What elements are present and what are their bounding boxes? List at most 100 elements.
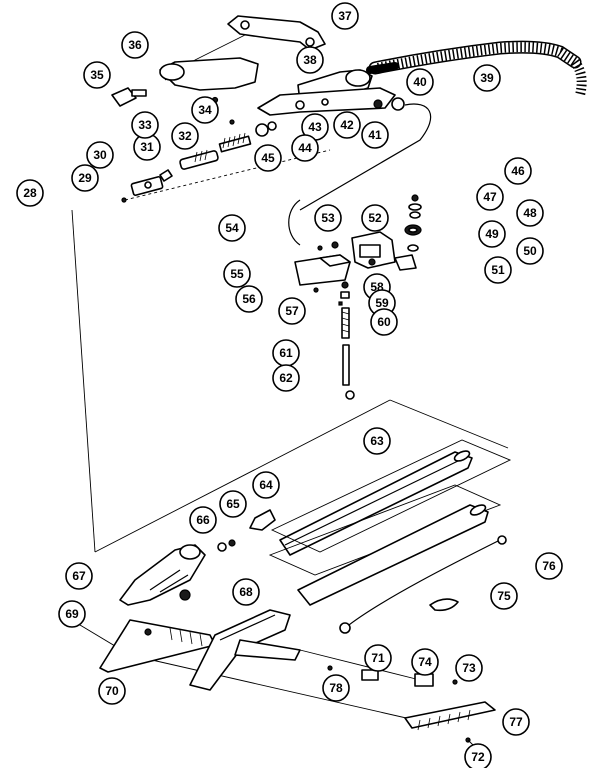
callout-63: 63 (363, 427, 391, 455)
callout-number: 33 (138, 118, 152, 132)
callout-65: 65 (219, 490, 247, 518)
callout-circle (86, 141, 114, 169)
callout-circle (83, 61, 111, 89)
part-46-nut (411, 194, 419, 202)
callout-number: 48 (523, 206, 537, 220)
callout-number: 39 (480, 71, 494, 85)
callout-number: 68 (239, 585, 253, 599)
part-75-clip (429, 598, 459, 612)
callout-circle (278, 297, 306, 325)
callout-number: 74 (418, 655, 432, 669)
callout-number: 57 (285, 304, 299, 318)
part-65-screw (228, 539, 236, 547)
callout-circle (272, 364, 300, 392)
part-47-washer (408, 203, 422, 211)
callout-62: 62 (272, 364, 300, 392)
callout-number: 45 (261, 151, 275, 165)
callout-39: 39 (473, 64, 501, 92)
callout-number: 75 (497, 589, 511, 603)
part-70-crevice-tool (189, 609, 301, 691)
callout-number: 43 (308, 120, 322, 134)
callout-number: 56 (242, 292, 256, 306)
callout-35: 35 (83, 61, 111, 89)
callout-number: 60 (377, 315, 391, 329)
callout-44: 44 (291, 134, 319, 162)
part-54-screw (317, 245, 323, 251)
callout-49: 49 (478, 220, 506, 248)
callout-circle (219, 490, 247, 518)
callout-number: 55 (230, 267, 244, 281)
callout-circle (406, 68, 434, 96)
callout-circle (131, 111, 159, 139)
part-55-block (294, 254, 351, 286)
callout-circle (333, 111, 361, 139)
callout-32: 32 (171, 122, 199, 150)
part-68-nut (179, 589, 191, 601)
part-48-washer (409, 211, 421, 219)
part-33-screw (229, 119, 235, 125)
part-67-nozzle (119, 544, 206, 606)
part-63-wand (270, 439, 512, 556)
callout-circle (322, 674, 350, 702)
callout-number: 71 (371, 651, 385, 665)
callout-circle (223, 260, 251, 288)
callout-circle (218, 214, 246, 242)
part-76-wand (268, 484, 502, 606)
callout-circle (291, 134, 319, 162)
part-31-pin (179, 149, 219, 170)
callout-number: 61 (279, 346, 293, 360)
callout-number: 50 (523, 244, 537, 258)
part-35-knob (111, 87, 147, 107)
callout-66: 66 (189, 506, 217, 534)
callout-circle (254, 144, 282, 172)
callout-number: 35 (90, 68, 104, 82)
callout-number: 38 (303, 53, 317, 67)
callout-37: 37 (331, 2, 359, 30)
part-74-latch (414, 673, 434, 687)
part-77-brush (404, 701, 496, 731)
callout-labels: 2829303132333435363738394041424344454647… (16, 2, 563, 768)
callout-number: 78 (329, 681, 343, 695)
callout-68: 68 (232, 578, 260, 606)
callout-number: 37 (338, 9, 352, 23)
callout-circle (235, 285, 263, 313)
callout-46: 46 (504, 157, 532, 185)
callout-circle (252, 471, 280, 499)
callout-circle (478, 220, 506, 248)
part-29-latch (130, 175, 164, 197)
callout-circle (361, 121, 389, 149)
callout-circle (504, 157, 532, 185)
callout-53: 53 (314, 204, 342, 232)
callout-number: 34 (198, 103, 212, 117)
callout-47: 47 (476, 183, 504, 211)
callout-number: 36 (128, 38, 142, 52)
callout-circle (484, 256, 512, 284)
callout-circle (58, 600, 86, 628)
callout-circle (16, 179, 44, 207)
assembly-lines (71, 34, 509, 721)
callout-number: 72 (471, 750, 485, 764)
part-51-fitting (394, 254, 417, 271)
callout-number: 41 (368, 128, 382, 142)
callout-circle (71, 164, 99, 192)
callout-circle (65, 562, 93, 590)
callout-34: 34 (191, 96, 219, 124)
part-52-housing (351, 231, 396, 269)
callout-number: 49 (485, 227, 499, 241)
part-37-bracket (227, 15, 326, 51)
callout-number: 44 (298, 141, 312, 155)
callout-number: 47 (483, 190, 497, 204)
callout-number: 63 (370, 434, 384, 448)
callout-number: 31 (140, 140, 154, 154)
callout-circle (455, 654, 483, 682)
part-61-rod (342, 344, 350, 386)
callout-circle (171, 122, 199, 150)
callout-29: 29 (71, 164, 99, 192)
callout-31: 31 (133, 133, 161, 161)
callout-number: 28 (23, 186, 37, 200)
callout-73: 73 (455, 654, 483, 682)
callout-number: 54 (225, 221, 239, 235)
callout-circle (314, 204, 342, 232)
part-44-washer (267, 121, 277, 131)
part-28-screw (121, 197, 127, 203)
